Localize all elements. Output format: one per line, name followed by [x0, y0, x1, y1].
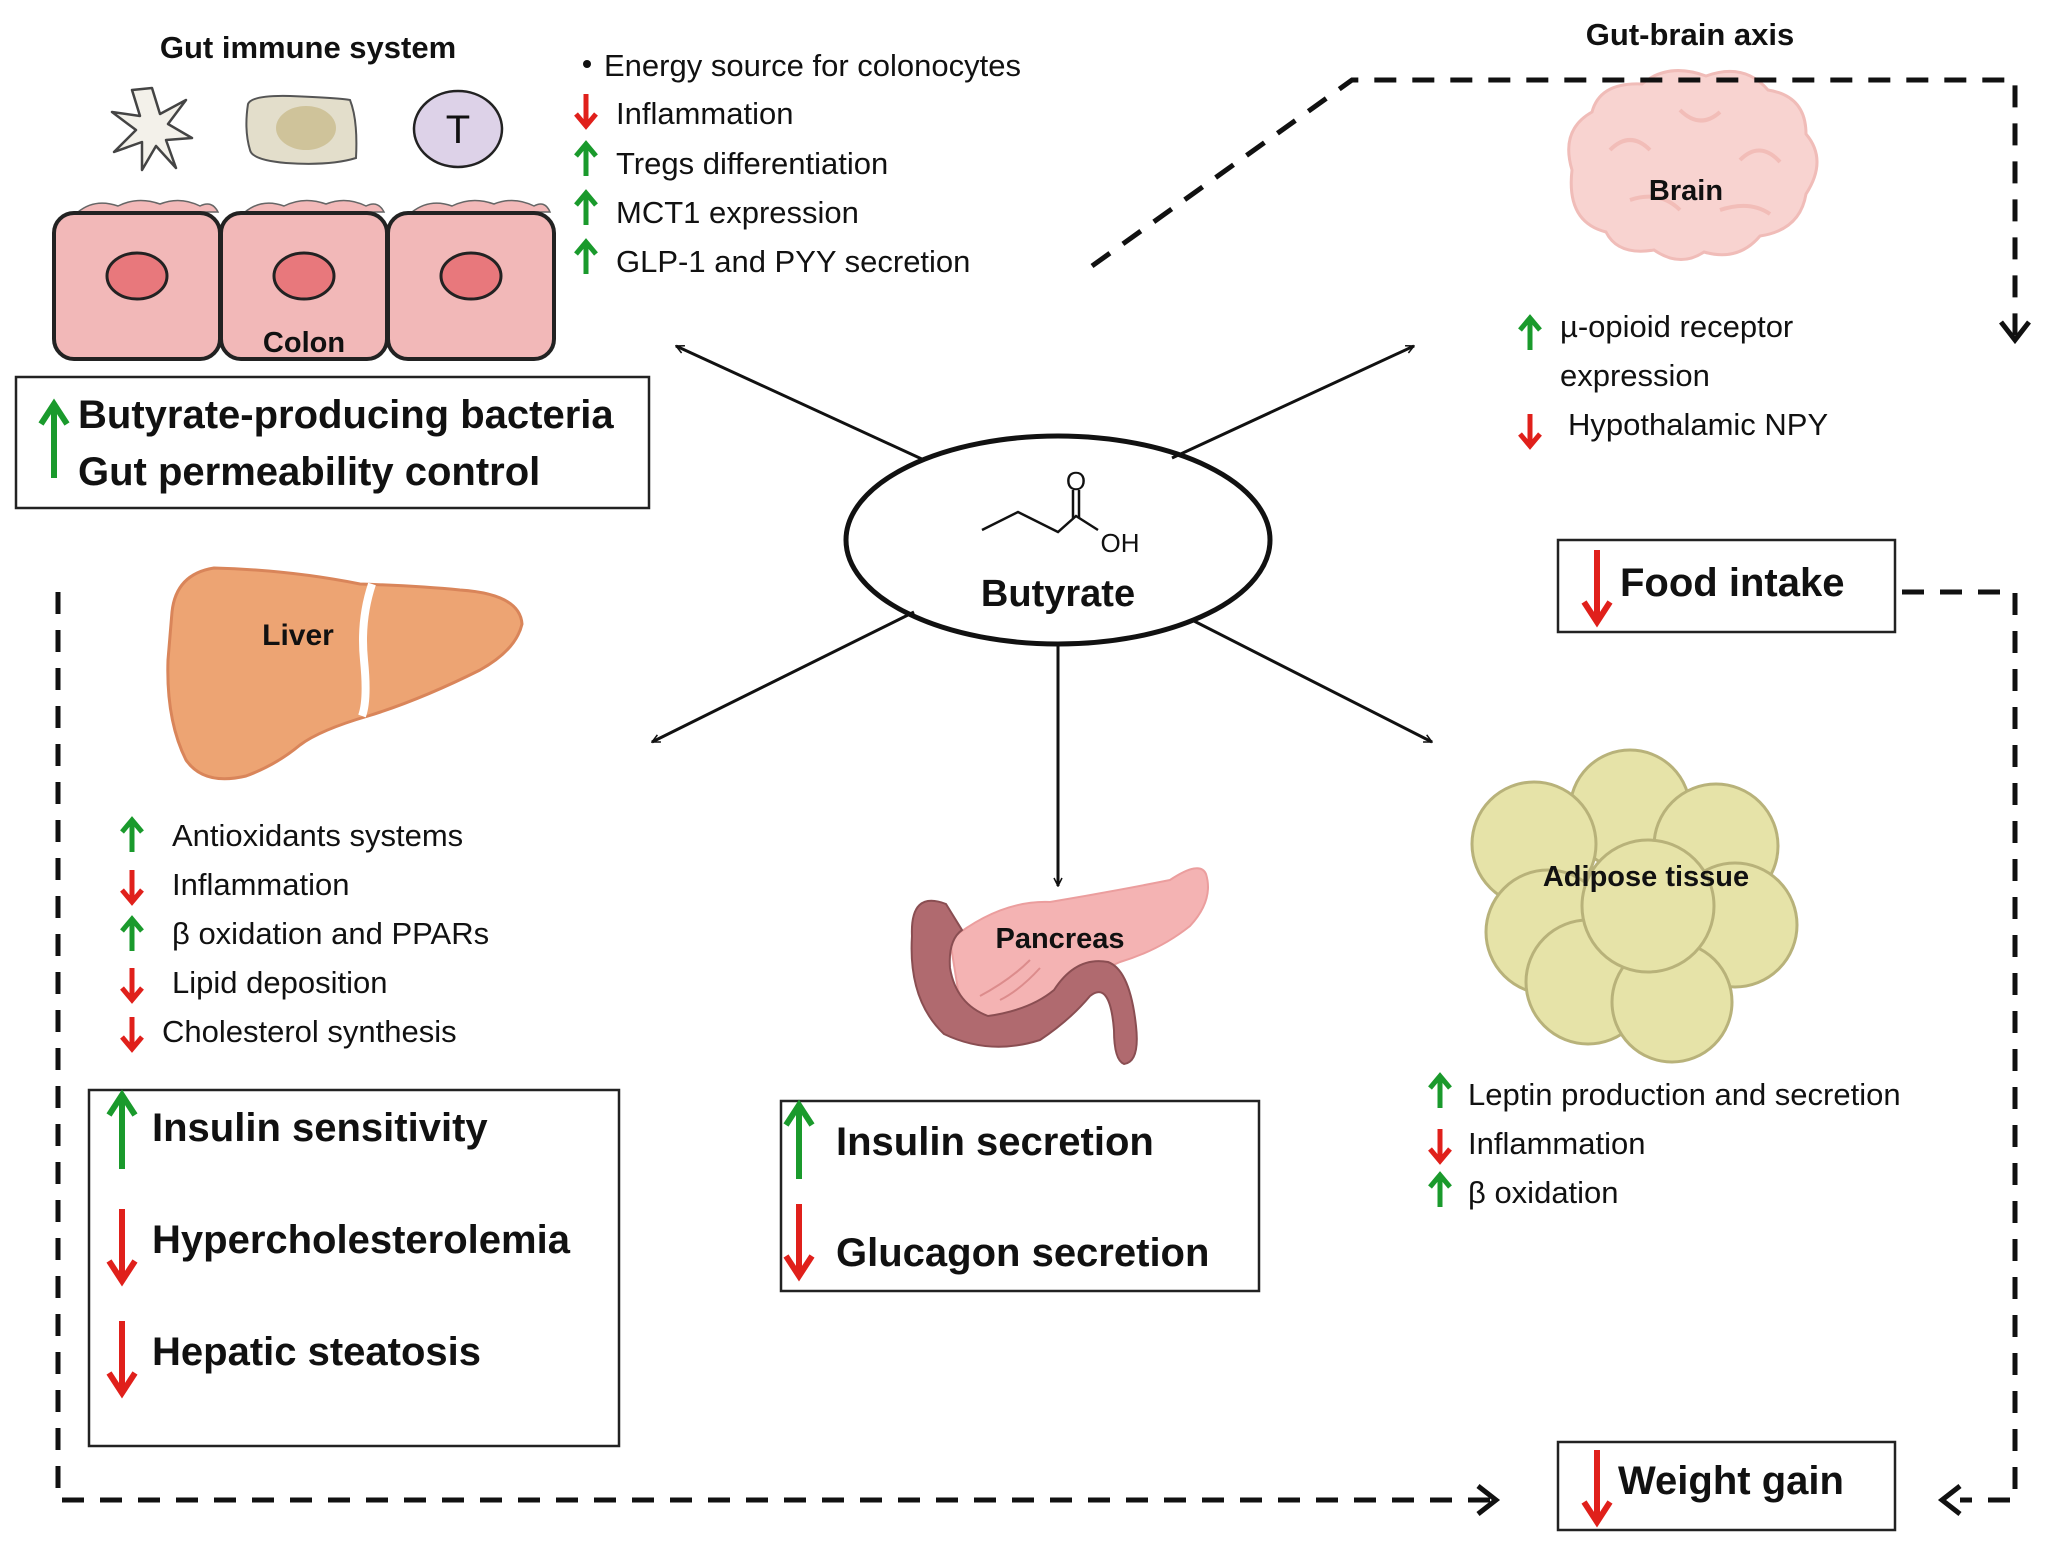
gut-outcome-box: Butyrate-producing bacteria Gut permeabi… [14, 375, 651, 510]
brain-effects-list: µ-opioid receptor expression Hypothalami… [1520, 309, 1828, 446]
weight-gain-label: Weight gain [1618, 1459, 1844, 1503]
down-arrow-icon [1520, 414, 1540, 446]
down-arrow-icon [122, 870, 142, 902]
t-cell-icon: T [412, 89, 504, 169]
liver-section: Liver Antioxidants systems Inflammation … [87, 566, 621, 1448]
adipose-effect-text: β oxidation [1468, 1175, 1619, 1210]
up-arrow-icon [783, 1099, 815, 1179]
gut-to-brain-dashed [1090, 77, 2018, 338]
up-arrow-icon [106, 1089, 138, 1169]
bullet-icon [583, 60, 591, 68]
gut-section: Gut immune system T Colon [14, 30, 1021, 510]
up-arrow-icon [576, 193, 596, 225]
liver-effects-list: Antioxidants systems Inflammation β oxid… [122, 818, 489, 1049]
gut-effect-text: GLP-1 and PYY secretion [616, 244, 970, 279]
down-arrow-icon [122, 1017, 142, 1049]
liver-box-line: Hypercholesterolemia [152, 1218, 571, 1262]
gut-effect-text: Inflammation [616, 96, 793, 131]
down-arrow-icon [1430, 1129, 1450, 1161]
dashed-arrowhead-icon [1999, 320, 2031, 345]
gut-box-line: Butyrate-producing bacteria [78, 393, 614, 437]
dashed-connectors [55, 77, 2031, 1516]
food-to-weight-dashed [1902, 589, 2018, 1503]
arrow-to-brain [1171, 344, 1414, 460]
adipose-effect-text: Leptin production and secretion [1468, 1077, 1901, 1112]
gut-brain-axis-title: Gut-brain axis [1586, 17, 1794, 52]
brain-effect-text: expression [1560, 358, 1710, 393]
liver-box-line: Hepatic steatosis [152, 1330, 481, 1374]
down-arrow-icon [783, 1204, 815, 1282]
dendritic-cell-icon [110, 86, 194, 172]
butyrate-center: O OH Butyrate [843, 433, 1273, 647]
brain-effect-text: Hypothalamic NPY [1568, 407, 1828, 442]
gut-effect-text: MCT1 expression [616, 195, 859, 230]
pancreas-box-line: Glucagon secretion [836, 1231, 1209, 1275]
liver-box-line: Insulin sensitivity [152, 1106, 488, 1150]
gut-effect-text: Tregs differentiation [616, 146, 888, 181]
down-arrow-icon [1581, 1450, 1613, 1528]
liver-label: Liver [262, 619, 334, 652]
adipose-label: Adipose tissue [1543, 861, 1749, 893]
adipose-cells-icon [1470, 748, 1799, 1064]
down-arrow-icon [122, 968, 142, 1000]
butyrate-structure-icon [981, 490, 1099, 534]
down-arrow-icon [1581, 550, 1613, 628]
down-arrow-icon [576, 94, 596, 126]
brain-effect-text: µ-opioid receptor [1560, 309, 1793, 344]
food-intake-label: Food intake [1620, 561, 1844, 605]
pancreas-label: Pancreas [996, 923, 1125, 955]
arrow-to-liver [652, 610, 915, 744]
svg-text:T: T [446, 108, 470, 152]
liver-effect-text: Lipid deposition [172, 965, 387, 1000]
down-arrow-icon [106, 1321, 138, 1399]
pancreas-icon [910, 867, 1209, 1066]
food-intake-box: Food intake [1556, 538, 1897, 634]
dashed-arrowhead-icon [1476, 1484, 1501, 1516]
butyrate-label: Butyrate [981, 573, 1135, 615]
up-arrow-icon [1430, 1175, 1450, 1207]
down-arrow-icon [106, 1209, 138, 1287]
center-arrows [652, 344, 1432, 886]
liver-outcome-box: Insulin sensitivity Hypercholesterolemia… [87, 1088, 621, 1448]
colon-label: Colon [263, 327, 345, 359]
brain-icon [1567, 69, 1819, 261]
adipose-effects-list: Leptin production and secretion Inflamma… [1430, 1076, 1901, 1210]
gut-effects-list: Energy source for colonocytes Inflammati… [576, 48, 1021, 279]
up-arrow-icon [1430, 1076, 1450, 1108]
pancreas-box-line: Insulin secretion [836, 1120, 1154, 1164]
arrow-to-adipose [1191, 618, 1432, 744]
up-arrow-icon [576, 144, 596, 176]
liver-icon [166, 566, 524, 781]
dashed-arrowhead-icon [1937, 1484, 1962, 1516]
gut-box-line: Gut permeability control [78, 450, 540, 494]
gut-effect-text: Energy source for colonocytes [604, 48, 1021, 83]
chem-oxygen-label: O [1066, 466, 1086, 496]
liver-to-weight-dashed [55, 592, 1490, 1503]
up-arrow-icon [122, 919, 142, 951]
liver-effect-text: Antioxidants systems [172, 818, 463, 853]
liver-effect-text: Cholesterol synthesis [162, 1014, 457, 1049]
chem-hydroxyl-label: OH [1101, 528, 1140, 558]
up-arrow-icon [576, 242, 596, 274]
pancreas-section: Pancreas Insulin secretion Glucagon secr… [779, 867, 1261, 1293]
macrophage-icon [245, 94, 358, 165]
brain-label: Brain [1649, 175, 1723, 207]
weight-gain-box: Weight gain [1556, 1440, 1897, 1532]
adipose-section: Adipose tissue Leptin production and sec… [1430, 748, 1901, 1210]
up-arrow-icon [122, 820, 142, 852]
up-arrow-icon [1520, 318, 1540, 350]
arrow-to-gut [676, 344, 925, 462]
pancreas-outcome-box: Insulin secretion Glucagon secretion [779, 1099, 1261, 1293]
adipose-effect-text: Inflammation [1468, 1126, 1645, 1161]
liver-effect-text: β oxidation and PPARs [172, 916, 489, 951]
liver-effect-text: Inflammation [172, 867, 349, 902]
brain-section: Gut-brain axis Brain µ-opioid receptor e… [1520, 17, 1897, 634]
colon-cells: Colon [52, 199, 556, 361]
up-arrow-icon [38, 398, 70, 478]
gut-immune-title: Gut immune system [160, 30, 456, 65]
